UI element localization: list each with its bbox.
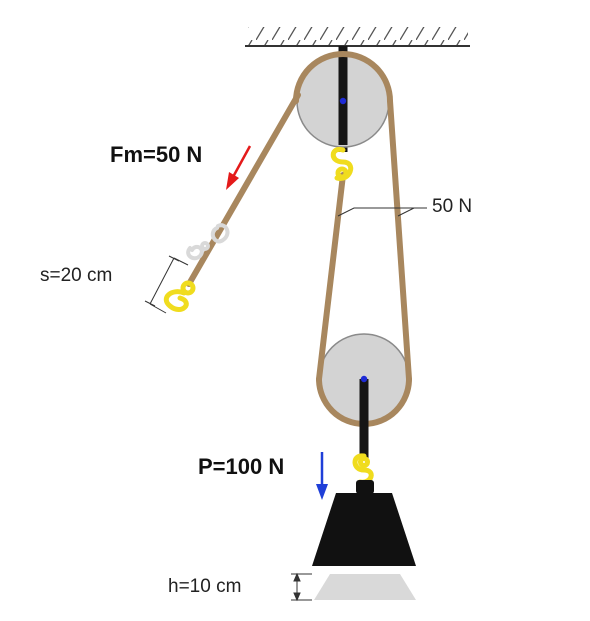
lift-height-bracket (291, 572, 312, 602)
rope-over-fixed-pulley (293, 51, 393, 104)
load-label: P=100 N (198, 454, 284, 479)
tension-leader-lines (337, 207, 427, 217)
rope-left-segment (316, 172, 346, 382)
rope-pull-segment (186, 92, 301, 287)
pull-distance-bracket (144, 255, 189, 314)
pull-force-label: Fm=50 N (110, 142, 202, 167)
pull-force-arrow (226, 145, 252, 190)
load-hook-icon (352, 453, 374, 485)
lift-height-label: h=10 cm (168, 576, 241, 597)
weight (312, 480, 416, 566)
fixed-pulley-hook-icon (330, 146, 354, 181)
pull-distance-label: s=20 cm (40, 265, 112, 286)
ghost-hook-icon (186, 223, 230, 261)
load-arrow (316, 452, 328, 500)
movable-pulley-axle (360, 375, 368, 383)
fixed-pulley-axle (339, 97, 347, 105)
weight-initial-position (314, 574, 416, 600)
pull-hook-icon (163, 280, 196, 312)
ceiling (245, 27, 470, 47)
rope-right-segment (387, 98, 412, 382)
rope-tension-label: 50 N (432, 196, 472, 217)
